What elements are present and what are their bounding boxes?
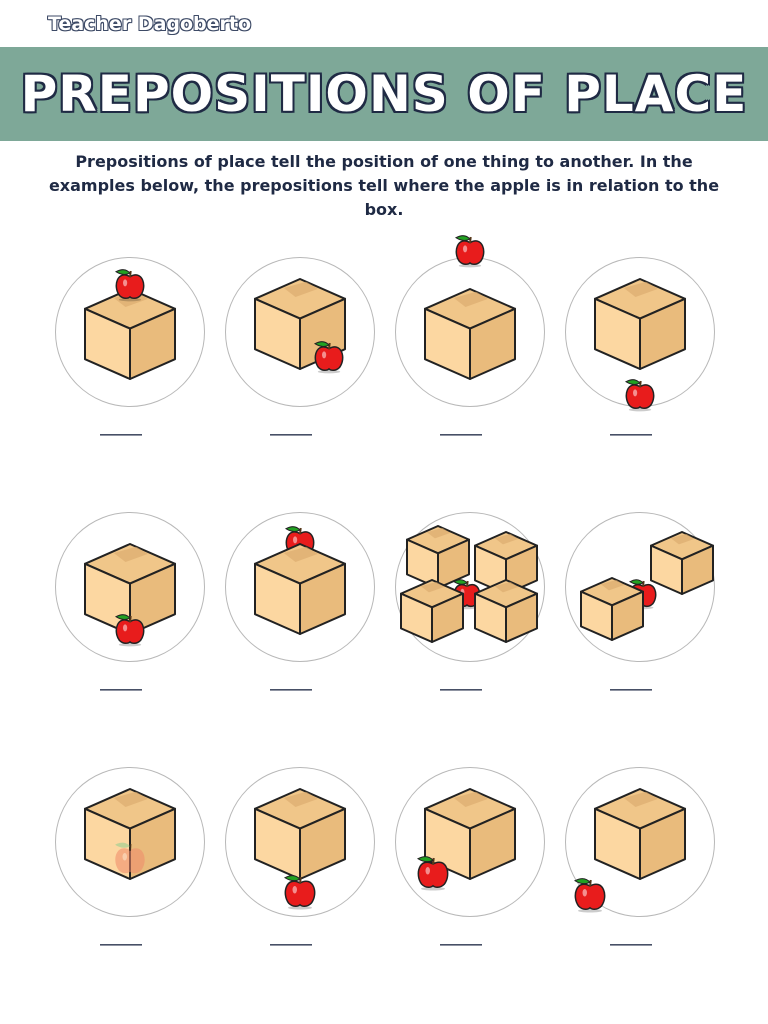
exercise-illustration: [254, 526, 346, 635]
exercise-illustration: [424, 235, 516, 380]
box-icon: [580, 577, 644, 641]
page-title: PREPOSITIONS OF PLACE: [20, 65, 748, 123]
answer-blank[interactable]: ______: [610, 420, 652, 436]
box-icon: [84, 788, 176, 880]
box-icon: [400, 579, 464, 643]
box-icon: [424, 788, 516, 880]
exercise-5: [55, 512, 205, 662]
answer-blank[interactable]: ______: [270, 930, 312, 946]
answer-blank[interactable]: ______: [440, 675, 482, 691]
exercise-illustration: [416, 788, 516, 891]
box-icon: [594, 278, 686, 370]
exercise-6: [225, 512, 375, 662]
box-icon: [254, 543, 346, 635]
answer-blank[interactable]: ______: [270, 420, 312, 436]
answer-blank[interactable]: ______: [100, 675, 142, 691]
answer-blank[interactable]: ______: [610, 930, 652, 946]
box-icon: [254, 278, 346, 370]
exercise-circle: [55, 257, 205, 407]
answer-blank[interactable]: ______: [100, 420, 142, 436]
exercise-4: [565, 257, 715, 412]
exercise-circle: [395, 767, 545, 917]
exercise-circle: [225, 512, 375, 662]
exercise-illustration: [254, 788, 346, 910]
exercise-2: [225, 257, 375, 407]
box-icon: [254, 788, 346, 880]
exercise-circle: [565, 767, 715, 917]
apple-icon: [114, 269, 145, 302]
box-icon: [650, 531, 714, 595]
answer-blank[interactable]: ______: [270, 675, 312, 691]
exercise-11: [395, 767, 545, 917]
answer-blank[interactable]: ______: [440, 930, 482, 946]
apple-icon: [115, 842, 145, 874]
exercise-circle: [225, 767, 375, 917]
exercise-circle: [55, 512, 205, 662]
exercise-10: [225, 767, 375, 917]
exercise-illustration: [84, 543, 176, 647]
apple-icon: [454, 235, 485, 268]
box-icon: [406, 525, 470, 589]
answer-blank[interactable]: ______: [440, 420, 482, 436]
box-icon: [474, 579, 538, 643]
box-icon: [594, 788, 686, 880]
exercise-illustration: [580, 531, 714, 641]
exercise-9: [55, 767, 205, 917]
exercise-illustration: [573, 788, 686, 913]
exercise-circle: [565, 512, 715, 662]
exercise-3: [395, 235, 545, 407]
exercise-circle: [395, 512, 545, 662]
exercise-circle: [55, 767, 205, 917]
intro-text: Prepositions of place tell the position …: [48, 152, 720, 219]
apple-icon: [114, 614, 145, 647]
answer-blank[interactable]: ______: [610, 675, 652, 691]
apple-icon: [416, 856, 449, 891]
exercise-8: [565, 512, 715, 662]
exercise-illustration: [84, 269, 176, 380]
apple-icon: [283, 875, 316, 910]
exercise-7: [395, 512, 545, 662]
box-icon: [84, 288, 176, 380]
apple-icon: [573, 878, 606, 913]
exercise-illustration: [400, 525, 538, 643]
exercise-illustration: [254, 278, 346, 374]
exercise-1: [55, 257, 205, 407]
exercise-illustration: [594, 278, 686, 412]
box-icon: [424, 288, 516, 380]
author-name: Teacher Dagoberto: [48, 13, 252, 35]
title-banner: [0, 47, 768, 141]
exercise-circle: [225, 257, 375, 407]
exercise-illustration: [84, 788, 176, 880]
answer-blank[interactable]: ______: [100, 930, 142, 946]
apple-icon: [624, 379, 655, 412]
exercise-12: [565, 767, 715, 917]
apple-icon: [313, 341, 344, 374]
